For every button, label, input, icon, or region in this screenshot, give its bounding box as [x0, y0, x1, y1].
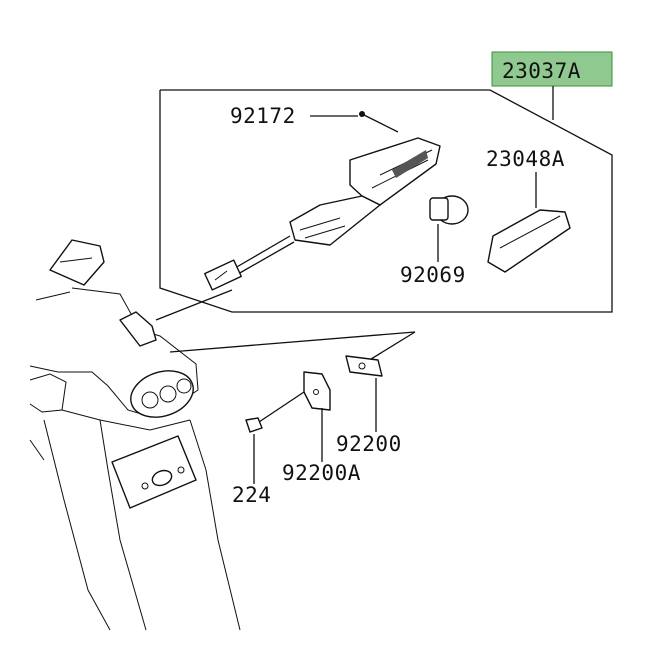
- bracket-a-label[interactable]: 92200A: [282, 461, 361, 485]
- assembly-label-group[interactable]: 23037A: [491, 51, 613, 120]
- frame-leader-upper: [155, 289, 233, 321]
- bracket-label[interactable]: 92200: [336, 432, 402, 456]
- bolt-icon[interactable]: 224: [232, 391, 305, 507]
- bracket-icon[interactable]: 92200A: [282, 371, 361, 485]
- turn-signal-icon[interactable]: [203, 137, 441, 291]
- bulb-icon[interactable]: 92069: [400, 195, 469, 287]
- plate-icon[interactable]: 92200: [336, 355, 402, 456]
- bolt-label[interactable]: 224: [232, 483, 271, 507]
- assembly-label[interactable]: 23037A: [502, 59, 581, 83]
- bulb-label[interactable]: 92069: [400, 263, 466, 287]
- lens-icon[interactable]: 23048A: [486, 147, 571, 273]
- frame-icon: [29, 239, 241, 631]
- screw-long-label[interactable]: 92172: [230, 104, 296, 128]
- frame-leader-lower: [169, 331, 416, 353]
- screw-icon[interactable]: 92172: [230, 104, 399, 133]
- assembly-label-highlight: [491, 51, 613, 87]
- assembly-enclosure: [159, 89, 613, 313]
- lens-label[interactable]: 23048A: [486, 147, 565, 171]
